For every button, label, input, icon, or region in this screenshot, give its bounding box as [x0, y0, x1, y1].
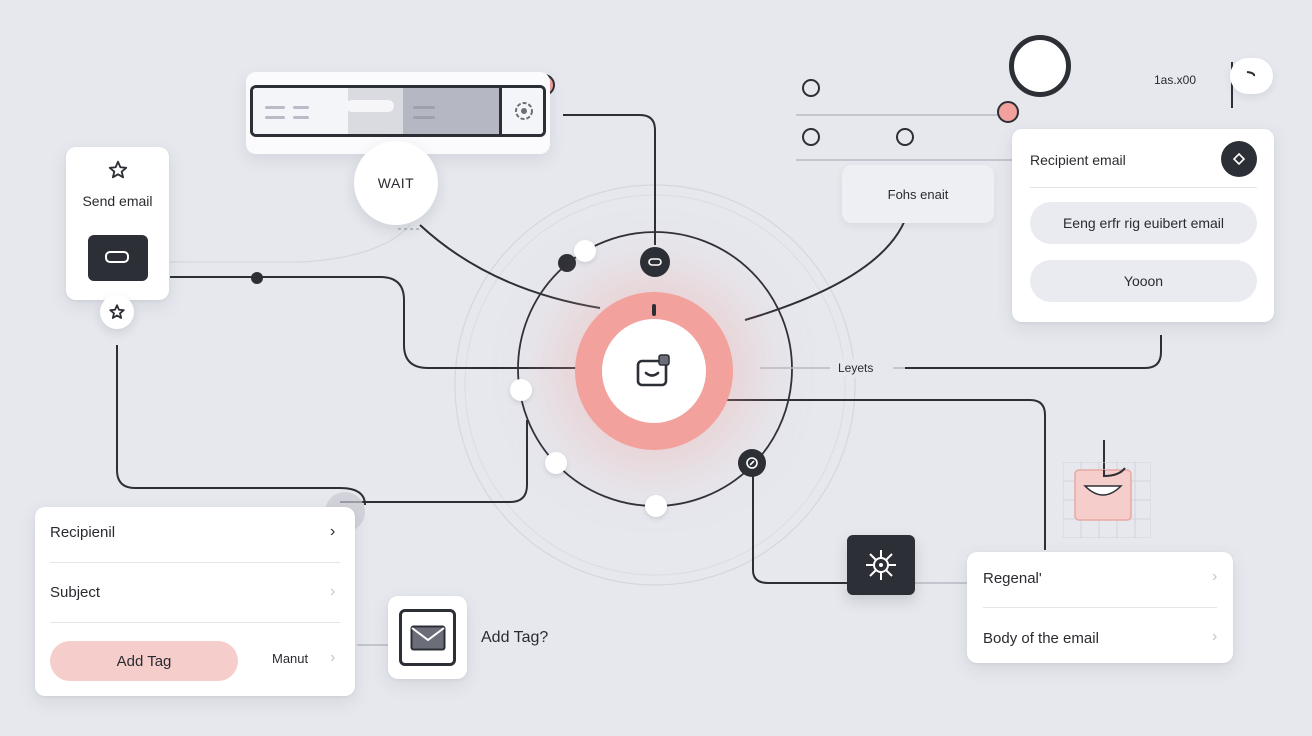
orbit-dot[interactable]	[510, 379, 532, 401]
toolbar-segment-3[interactable]	[403, 88, 499, 134]
chevron-right-icon[interactable]: ›	[1212, 568, 1218, 585]
chevron-right-icon	[1246, 71, 1256, 77]
chevron-right-icon[interactable]: ›	[330, 523, 336, 540]
grid-decoration	[1063, 462, 1151, 538]
virus-icon	[866, 550, 896, 580]
orbit-dot[interactable]	[545, 452, 567, 474]
toggle-icon	[105, 251, 129, 263]
add-tag-caption[interactable]: Add Tag?	[481, 629, 549, 646]
recipient-row-label[interactable]: Recipienil	[50, 524, 116, 541]
orbit-dot[interactable]	[645, 495, 667, 517]
top-right-value: 1as.x00	[1154, 73, 1197, 87]
orbit-node-top[interactable]	[640, 247, 670, 277]
divider	[50, 562, 340, 563]
orbit-dot[interactable]	[574, 240, 596, 262]
star-icon	[109, 304, 125, 319]
email-body-card: Regenal' › Body of the email ›	[967, 552, 1233, 663]
toolbar-segment-2[interactable]	[346, 88, 403, 134]
divider	[50, 622, 340, 623]
fohs-label: Fohs enait	[887, 186, 949, 202]
send-email-button[interactable]	[88, 235, 148, 281]
send-email-pin[interactable]	[100, 295, 134, 329]
virus-tile[interactable]	[847, 535, 915, 595]
hub-node[interactable]	[602, 319, 706, 423]
toolbar	[246, 72, 550, 154]
fohs-card[interactable]: Fohs enait	[842, 165, 994, 223]
recipient-panel-title: Recipient email	[1030, 152, 1126, 168]
toolbar-frame	[250, 85, 546, 137]
link-icon	[648, 258, 662, 266]
chevron-right-icon[interactable]: ›	[330, 583, 336, 600]
hub-marker	[652, 304, 656, 316]
recipient-pill-2[interactable]: Yooon	[1030, 260, 1257, 302]
toolbar-segment-1[interactable]	[253, 88, 353, 134]
recipient-pill-1[interactable]: Eeng erfr rig euibert email	[1030, 202, 1257, 244]
send-email-node[interactable]: Send email	[66, 147, 169, 300]
toolbar-settings-button[interactable]	[499, 88, 543, 134]
settings-icon	[515, 102, 533, 120]
star-icon	[108, 160, 128, 179]
add-tag-button[interactable]: Add Tag	[50, 641, 238, 681]
divider	[983, 607, 1217, 608]
mail-icon	[399, 609, 456, 666]
divider	[1030, 187, 1257, 188]
chevron-right-icon[interactable]: ›	[330, 649, 336, 666]
regenal-row-label[interactable]: Regenal'	[983, 570, 1042, 587]
wait-node[interactable]: WAIT	[354, 141, 438, 225]
layers-label[interactable]: Leyets	[832, 359, 880, 377]
orbit-node-bottom[interactable]	[738, 449, 766, 477]
recipient-email-panel: Recipient email Eeng erfr rig euibert em…	[1012, 129, 1274, 322]
send-email-label: Send email	[82, 193, 153, 209]
recipient-action-button[interactable]	[1221, 141, 1257, 177]
diamond-icon	[1232, 152, 1246, 166]
wait-label: WAIT	[377, 175, 415, 191]
timer-icon	[746, 457, 758, 469]
inbox-icon	[636, 354, 670, 387]
chevron-right-icon[interactable]: ›	[1212, 628, 1218, 645]
subject-row-label[interactable]: Subject	[50, 584, 101, 601]
body-row-label[interactable]: Body of the email	[983, 630, 1099, 647]
progress-ring[interactable]	[1009, 35, 1071, 97]
email-form-card: Recipienil › Subject › Add Tag Manut ›	[35, 507, 355, 696]
mail-tile[interactable]	[388, 596, 467, 679]
top-right-toggle[interactable]	[1230, 58, 1273, 94]
secondary-label[interactable]: Manut	[272, 651, 309, 666]
